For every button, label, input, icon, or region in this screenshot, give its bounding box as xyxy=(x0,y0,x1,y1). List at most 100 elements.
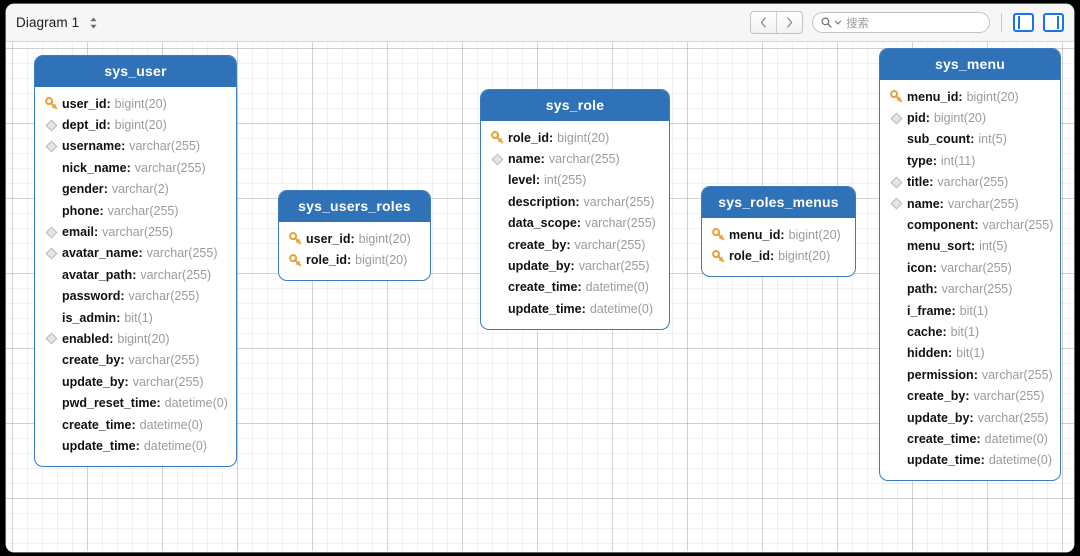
field-type: varchar(255) xyxy=(941,282,1013,297)
entity-field-row[interactable]: description:varchar(255) xyxy=(481,191,669,212)
entity-table-sys_role[interactable]: sys_role role_id:bigint(20)name:varchar(2… xyxy=(480,89,670,330)
entity-title[interactable]: sys_role xyxy=(481,90,669,121)
entity-field-row[interactable]: create_time:datetime(0) xyxy=(481,277,669,298)
entity-field-list: menu_id:bigint(20)role_id:bigint(20) xyxy=(702,218,855,276)
entity-field-row[interactable]: menu_id:bigint(20) xyxy=(880,86,1060,107)
field-icon-placeholder xyxy=(491,216,508,230)
field-name: update_by xyxy=(62,374,125,389)
search-input[interactable]: 搜索 xyxy=(812,12,990,33)
entity-field-row[interactable]: update_time:datetime(0) xyxy=(481,298,669,319)
entity-field-row[interactable]: create_by:varchar(255) xyxy=(880,385,1060,406)
entity-field-row[interactable]: title:varchar(255) xyxy=(880,172,1060,193)
entity-field-row[interactable]: phone:varchar(255) xyxy=(35,200,236,221)
entity-field-row[interactable]: nick_name:varchar(255) xyxy=(35,157,236,178)
entity-title[interactable]: sys_users_roles xyxy=(279,191,430,222)
field-separator: : xyxy=(947,346,953,361)
entity-field-row[interactable]: username:varchar(255) xyxy=(35,136,236,157)
entity-field-row[interactable]: permission:varchar(255) xyxy=(880,364,1060,385)
entity-field-row[interactable]: avatar_path:varchar(255) xyxy=(35,264,236,285)
entity-field-row[interactable]: menu_sort:int(5) xyxy=(880,236,1060,257)
field-type: varchar(255) xyxy=(982,218,1054,233)
entity-field-row[interactable]: update_time:datetime(0) xyxy=(35,435,236,456)
field-name: avatar_name xyxy=(62,246,139,261)
chevron-up-down-icon[interactable] xyxy=(87,13,99,33)
entity-title[interactable]: sys_user xyxy=(35,56,236,87)
entity-field-row[interactable]: hidden:bit(1) xyxy=(880,343,1060,364)
entity-field-row[interactable]: pid:bigint(20) xyxy=(880,107,1060,128)
entity-field-row[interactable]: component:varchar(255) xyxy=(880,214,1060,235)
chevron-right-icon xyxy=(787,17,793,28)
field-name: create_time xyxy=(907,431,977,446)
entity-field-row[interactable]: dept_id:bigint(20) xyxy=(35,114,236,135)
diamond-icon xyxy=(890,197,903,210)
field-type: bit(1) xyxy=(124,310,153,325)
entity-field-row[interactable]: create_by:varchar(255) xyxy=(481,234,669,255)
entity-field-row[interactable]: gender:varchar(2) xyxy=(35,179,236,200)
field-separator: : xyxy=(973,367,978,382)
entity-field-row[interactable]: icon:varchar(255) xyxy=(880,257,1060,278)
field-separator: : xyxy=(99,203,104,218)
entity-field-row[interactable]: i_frame:bit(1) xyxy=(880,300,1060,321)
entity-field-row[interactable]: user_id:bigint(20) xyxy=(279,228,430,249)
key-icon xyxy=(712,228,729,242)
entity-title[interactable]: sys_menu xyxy=(880,49,1060,80)
diamond-icon xyxy=(45,226,58,239)
entity-field-row[interactable]: cache:bit(1) xyxy=(880,321,1060,342)
field-separator: : xyxy=(138,246,143,261)
field-name: update_by xyxy=(907,410,970,425)
field-separator: : xyxy=(126,160,131,175)
entity-field-row[interactable]: type:int(11) xyxy=(880,150,1060,171)
entity-field-row[interactable]: user_id:bigint(20) xyxy=(35,93,236,114)
entity-field-row[interactable]: sub_count:int(5) xyxy=(880,129,1060,150)
entity-table-sys_user[interactable]: sys_user user_id:bigint(20)dept_id:bigint… xyxy=(34,55,237,467)
entity-field-row[interactable]: data_scope:varchar(255) xyxy=(481,213,669,234)
field-separator: : xyxy=(575,194,580,209)
field-separator: : xyxy=(970,132,975,147)
entity-field-row[interactable]: create_time:datetime(0) xyxy=(880,428,1060,449)
field-name: pid xyxy=(907,111,926,126)
field-name: menu_id xyxy=(729,227,781,242)
entity-field-row[interactable]: role_id:bigint(20) xyxy=(279,249,430,270)
key-icon xyxy=(491,131,508,145)
back-button[interactable] xyxy=(751,12,776,33)
field-type: datetime(0) xyxy=(988,453,1053,468)
field-separator: : xyxy=(980,453,985,468)
field-icon-placeholder xyxy=(890,411,907,425)
entity-field-row[interactable]: avatar_name:varchar(255) xyxy=(35,243,236,264)
entity-field-row[interactable]: enabled:bigint(20) xyxy=(35,328,236,349)
field-type: bigint(20) xyxy=(933,111,987,126)
field-separator: : xyxy=(106,118,111,133)
field-icon-placeholder xyxy=(45,439,62,453)
key-icon xyxy=(890,90,903,103)
entity-field-row[interactable]: create_by:varchar(255) xyxy=(35,350,236,371)
left-panel-toggle-icon[interactable] xyxy=(1013,13,1034,32)
entity-title[interactable]: sys_roles_menus xyxy=(702,187,855,218)
field-type: bigint(20) xyxy=(114,118,167,133)
entity-field-row[interactable]: level:int(255) xyxy=(481,170,669,191)
key-icon xyxy=(890,90,907,104)
entity-field-row[interactable]: role_id:bigint(20) xyxy=(702,245,855,266)
entity-field-row[interactable]: path:varchar(255) xyxy=(880,279,1060,300)
field-type: bigint(20) xyxy=(114,96,167,111)
entity-field-row[interactable]: update_by:varchar(255) xyxy=(481,255,669,276)
field-icon-placeholder xyxy=(45,418,62,432)
entity-field-row[interactable]: role_id:bigint(20) xyxy=(481,127,669,148)
entity-field-row[interactable]: menu_id:bigint(20) xyxy=(702,224,855,245)
entity-field-row[interactable]: pwd_reset_time:datetime(0) xyxy=(35,392,236,413)
entity-field-row[interactable]: create_time:datetime(0) xyxy=(35,414,236,435)
right-panel-toggle-icon[interactable] xyxy=(1043,13,1064,32)
entity-field-row[interactable]: update_by:varchar(255) xyxy=(35,371,236,392)
entity-field-row[interactable]: update_time:datetime(0) xyxy=(880,450,1060,471)
entity-field-row[interactable]: password:varchar(255) xyxy=(35,286,236,307)
entity-field-row[interactable]: name:varchar(255) xyxy=(481,148,669,169)
entity-table-sys_users_roles[interactable]: sys_users_roles user_id:bigint(20)role_id… xyxy=(278,190,431,281)
entity-field-row[interactable]: is_admin:bit(1) xyxy=(35,307,236,328)
entity-field-row[interactable]: email:varchar(255) xyxy=(35,221,236,242)
field-name: i_frame xyxy=(907,303,952,318)
forward-button[interactable] xyxy=(776,12,802,33)
entity-field-row[interactable]: name:varchar(255) xyxy=(880,193,1060,214)
entity-field-row[interactable]: update_by:varchar(255) xyxy=(880,407,1060,428)
